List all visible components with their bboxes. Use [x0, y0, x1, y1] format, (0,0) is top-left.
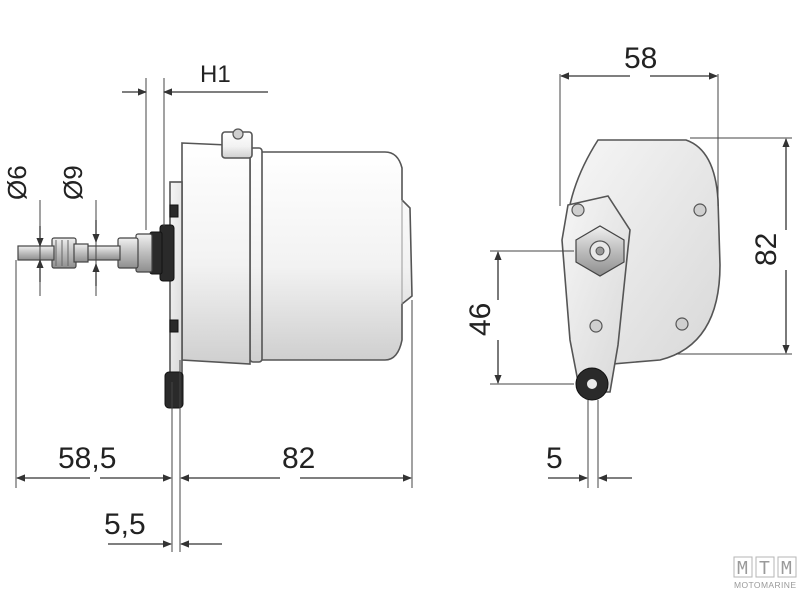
dim-82-front-label: 82: [750, 233, 783, 266]
motomarine-logo: M T M MOTOMARINE: [733, 556, 797, 590]
hex-nut: [575, 225, 625, 277]
dim-5-5-label: 5,5: [104, 508, 146, 541]
motor-body: [164, 128, 413, 409]
logo-name: MOTOMARINE: [734, 580, 796, 590]
shaft-assembly: [17, 224, 175, 282]
dim-5-label: 5: [546, 442, 563, 475]
side-view: H1 Ø6 Ø9 58,5 82 5,5: [2, 61, 413, 552]
diameter-9-label: Ø9: [58, 165, 88, 200]
dim-46-label: 46: [464, 303, 497, 336]
dim-82-side-label: 82: [282, 442, 315, 475]
logo-letter-1: M: [737, 558, 748, 579]
diameter-6-label: Ø6: [2, 165, 32, 200]
h1-label: H1: [200, 61, 231, 88]
logo-letter-2: T: [759, 558, 770, 579]
output-pivot: [575, 367, 609, 401]
logo-letter-3: M: [781, 558, 792, 579]
front-view: 58 82 46 5: [464, 42, 792, 488]
dim-58-5-label: 58,5: [58, 442, 116, 475]
dim-58-label: 58: [624, 42, 657, 75]
